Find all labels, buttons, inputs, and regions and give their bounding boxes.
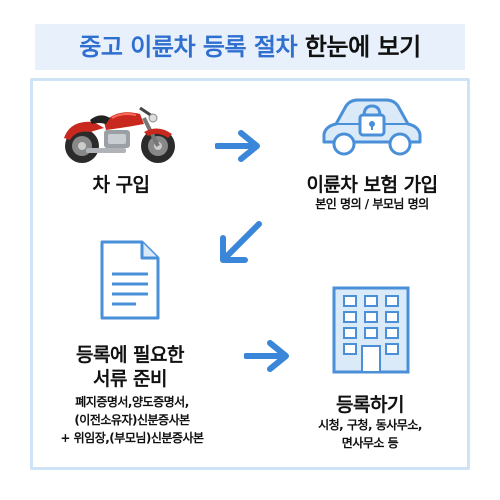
arrow-right-icon [215,130,260,162]
title-accent-text: 중고 이륜차 등록 절차 [79,33,298,61]
documents-sub-line1: 폐지증명서,양도증명서, [75,395,189,409]
insurance-label: 이륜차 보험 가입 [306,174,438,196]
document-icon [100,240,160,320]
register-sub-line2: 면사무소 등 [341,436,399,450]
title-rest-text: 한눈에 보기 [297,33,421,61]
locked-car-icon [322,98,422,156]
arrow-right-icon [244,340,289,372]
buy-label: 차 구입 [92,174,150,196]
building-icon [332,286,410,374]
motorcycle-icon [64,106,175,163]
title-banner: 중고 이륜차 등록 절차 한눈에 보기 [35,24,465,70]
documents-sub-line3: + 위임장,(부모님)신분증사본 [60,431,204,445]
documents-sub-line2: (이전소유자)신분증사본 [74,413,190,427]
insurance-sub: 본인 명의 / 부모님 명의 [315,197,429,211]
register-label: 등록하기 [336,394,404,416]
register-sub-line1: 시청, 구청, 동사무소, [318,418,422,432]
arrow-down-left-icon [220,221,262,263]
documents-label-line2: 서류 준비 [92,368,168,390]
process-frame [30,78,470,470]
documents-label-line1: 등록에 필요한 [76,344,185,366]
